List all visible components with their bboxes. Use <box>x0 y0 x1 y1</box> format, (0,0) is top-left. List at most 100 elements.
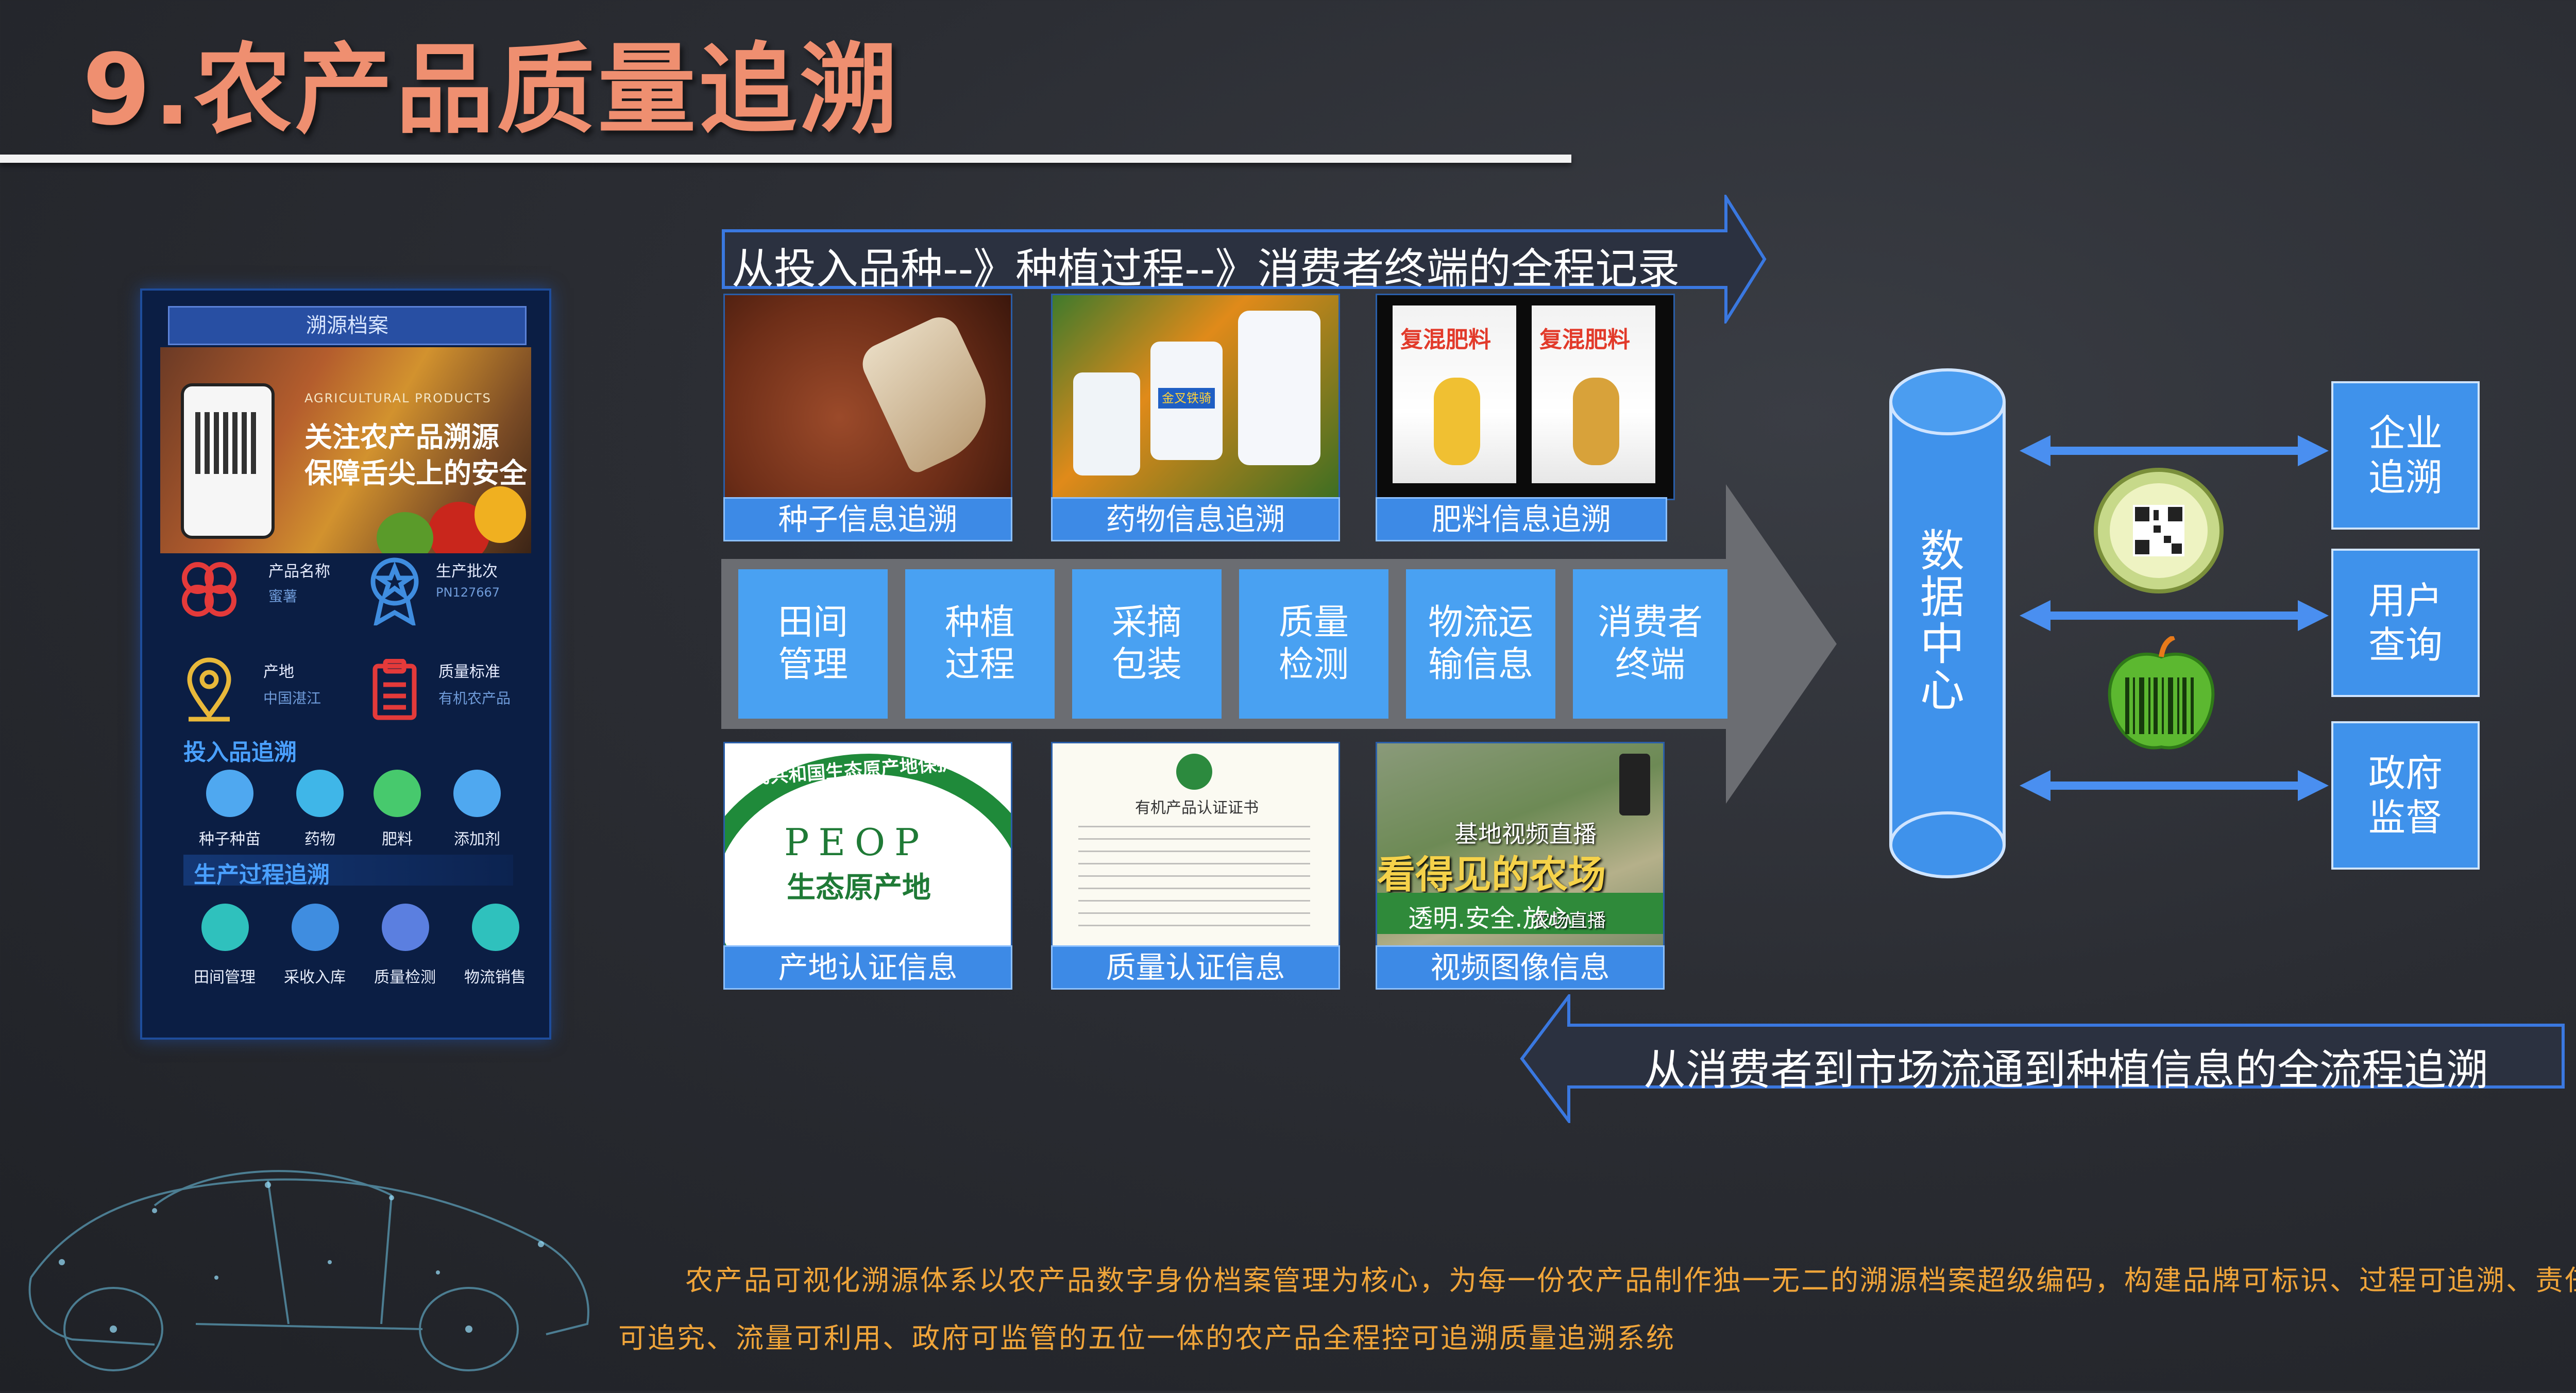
pepper-image <box>474 486 526 543</box>
tile-caption-pesticide: 药物信息追溯 <box>1051 497 1340 541</box>
qr-fruit-icon <box>2092 466 2226 597</box>
seal-eco-origin-text: 生态原产地 <box>787 871 931 905</box>
quality-cert-photo: 有机产品认证证书 <box>1051 742 1340 948</box>
bidirectional-arrow-2 <box>2020 598 2329 636</box>
field-icon[interactable] <box>201 904 249 951</box>
process-icons-row: 田间管理 采收入库 质量检测 物流销售 <box>173 904 534 996</box>
inputs-item-label: 药物 <box>304 830 335 848</box>
bidirectional-arrow-1 <box>2020 433 2329 471</box>
location-pin-icon <box>183 656 235 723</box>
inputs-item-label: 肥料 <box>382 830 413 848</box>
award-badge-icon <box>364 553 426 627</box>
title-underline <box>0 155 1571 163</box>
banner-line-1: 关注农产品溯源 <box>304 421 499 453</box>
camera-image <box>1619 754 1650 816</box>
stage-box: 物流运输信息 <box>1406 569 1555 719</box>
process-item-label: 物流销售 <box>464 969 526 987</box>
bottle-image <box>1238 311 1320 465</box>
tile-caption-seed: 种子信息追溯 <box>723 497 1012 541</box>
tile-caption-video: 视频图像信息 <box>1376 945 1665 990</box>
fertilizer-bag-image: 复混肥料 <box>1393 305 1516 483</box>
inputs-item-label: 种子种苗 <box>199 830 261 848</box>
clipboard-icon <box>369 658 420 721</box>
info-label-batch: 生产批次 <box>436 563 498 581</box>
video-overlay-title: 基地视频直播 <box>1454 820 1597 848</box>
greens-image <box>377 512 433 553</box>
info-value-batch: PN127667 <box>436 585 500 600</box>
corn-image <box>1434 378 1480 465</box>
fertilizer-icon[interactable] <box>374 770 421 817</box>
inputs-item-label: 添加剂 <box>454 830 500 848</box>
wooden-scoop-image <box>856 310 1006 476</box>
tile-caption-fertilizer: 肥料信息追溯 <box>1376 497 1667 541</box>
data-center-cylinder <box>1886 366 2009 883</box>
cert-emblem-icon <box>1176 754 1212 790</box>
stage-box: 田间管理 <box>738 569 888 719</box>
bottle-label: 金叉铁骑 <box>1158 388 1215 409</box>
cert-text-lines <box>1078 826 1310 929</box>
stage-box: 消费者终端 <box>1573 569 1727 719</box>
info-value-name: 蜜薯 <box>268 588 298 605</box>
harvest-icon[interactable] <box>292 904 339 951</box>
smartphone-image <box>181 383 275 539</box>
description-paragraph: 农产品可视化溯源体系以农产品数字身份档案管理为核心，为每一份农产品制作独一无二的… <box>618 1264 2576 1354</box>
video-live-tag: 农场直播 <box>1532 910 1606 931</box>
data-center-label: 数据中心 <box>1920 525 1964 717</box>
banner-subtitle: AGRICULTURAL PRODUCTS <box>304 391 492 405</box>
cert-title: 有机产品认证证书 <box>1135 799 1259 817</box>
fertilizer-bag-image: 复混肥料 <box>1532 305 1655 483</box>
government-supervision-box: 政府监督 <box>2331 721 2480 870</box>
bag-label: 复混肥料 <box>1400 327 1491 353</box>
bottom-flow-text: 从消费者到市场流通到种植信息的全流程追溯 <box>1643 1046 2489 1095</box>
user-query-box: 用户查询 <box>2331 549 2480 697</box>
banner-line-2: 保障舌尖上的安全 <box>304 457 527 489</box>
info-label-name: 产品名称 <box>268 563 330 581</box>
additive-icon[interactable] <box>453 770 501 817</box>
seedling-icon[interactable] <box>206 770 253 817</box>
process-item-label: 田间管理 <box>194 969 256 987</box>
info-value-origin: 中国湛江 <box>263 690 321 707</box>
origin-cert-photo: 人民共和国生态原产地保护 PEOP 生态原产地 cted Eco-origin … <box>723 742 1012 948</box>
process-section-title: 生产过程追溯 <box>194 862 330 888</box>
top-flow-arrow <box>721 192 1767 327</box>
traceability-phone-panel: 溯源档案 AGRICULTURAL PRODUCTS 关注农产品溯源 保障舌尖上… <box>140 288 551 1040</box>
video-overlay-main: 看得见的农场 <box>1377 853 1606 897</box>
inputs-section-title: 投入品追溯 <box>183 739 297 766</box>
seed-photo <box>723 294 1012 500</box>
enterprise-trace-box: 企业追溯 <box>2331 381 2480 530</box>
video-overlay-slogan: 透明.安全.放心 <box>1408 904 1572 933</box>
bottom-flow-arrow <box>1520 992 2566 1126</box>
medicine-icon[interactable] <box>296 770 344 817</box>
clover-icon <box>178 558 240 620</box>
barcode-fruit-icon <box>2102 635 2221 757</box>
tile-caption-origin: 产地认证信息 <box>723 945 1012 990</box>
info-label-standard: 质量标准 <box>438 663 500 681</box>
bidirectional-arrow-3 <box>2020 768 2329 806</box>
tile-caption-quality: 质量认证信息 <box>1051 945 1340 990</box>
stage-box: 种植过程 <box>905 569 1055 719</box>
page-title: 9.农产品质量追溯 <box>82 33 901 147</box>
truck-icon[interactable] <box>472 904 519 951</box>
stage-box: 采摘包装 <box>1072 569 1222 719</box>
top-flow-text: 从投入品种--》种植过程--》消费者终端的全程记录 <box>732 245 1680 294</box>
inputs-icons-row: 种子种苗 药物 肥料 添加剂 <box>183 770 523 852</box>
qr-code-icon <box>195 412 257 474</box>
bottle-image <box>1073 372 1140 475</box>
phone-banner: AGRICULTURAL PRODUCTS 关注农产品溯源 保障舌尖上的安全 <box>160 347 531 553</box>
process-section-bar <box>183 855 513 886</box>
seal-peop-text: PEOP <box>784 821 929 864</box>
info-value-standard: 有机农产品 <box>438 690 511 707</box>
fertilizer-photo: 复混肥料 复混肥料 <box>1376 294 1675 500</box>
phone-header: 溯源档案 <box>168 306 527 345</box>
video-overlay-bar <box>1377 893 1663 934</box>
video-photo: 基地视频直播 看得见的农场 透明.安全.放心 农场直播 <box>1376 742 1665 948</box>
inspection-icon[interactable] <box>382 904 429 951</box>
wireframe-car-image <box>0 1108 618 1393</box>
info-label-origin: 产地 <box>263 663 294 681</box>
stage-box: 质量检测 <box>1239 569 1388 719</box>
process-item-label: 质量检测 <box>374 969 436 987</box>
process-item-label: 采收入库 <box>284 969 346 987</box>
bag-label: 复混肥料 <box>1539 327 1630 353</box>
wheat-image <box>1573 378 1619 465</box>
pesticide-photo: 金叉铁骑 <box>1051 294 1340 500</box>
